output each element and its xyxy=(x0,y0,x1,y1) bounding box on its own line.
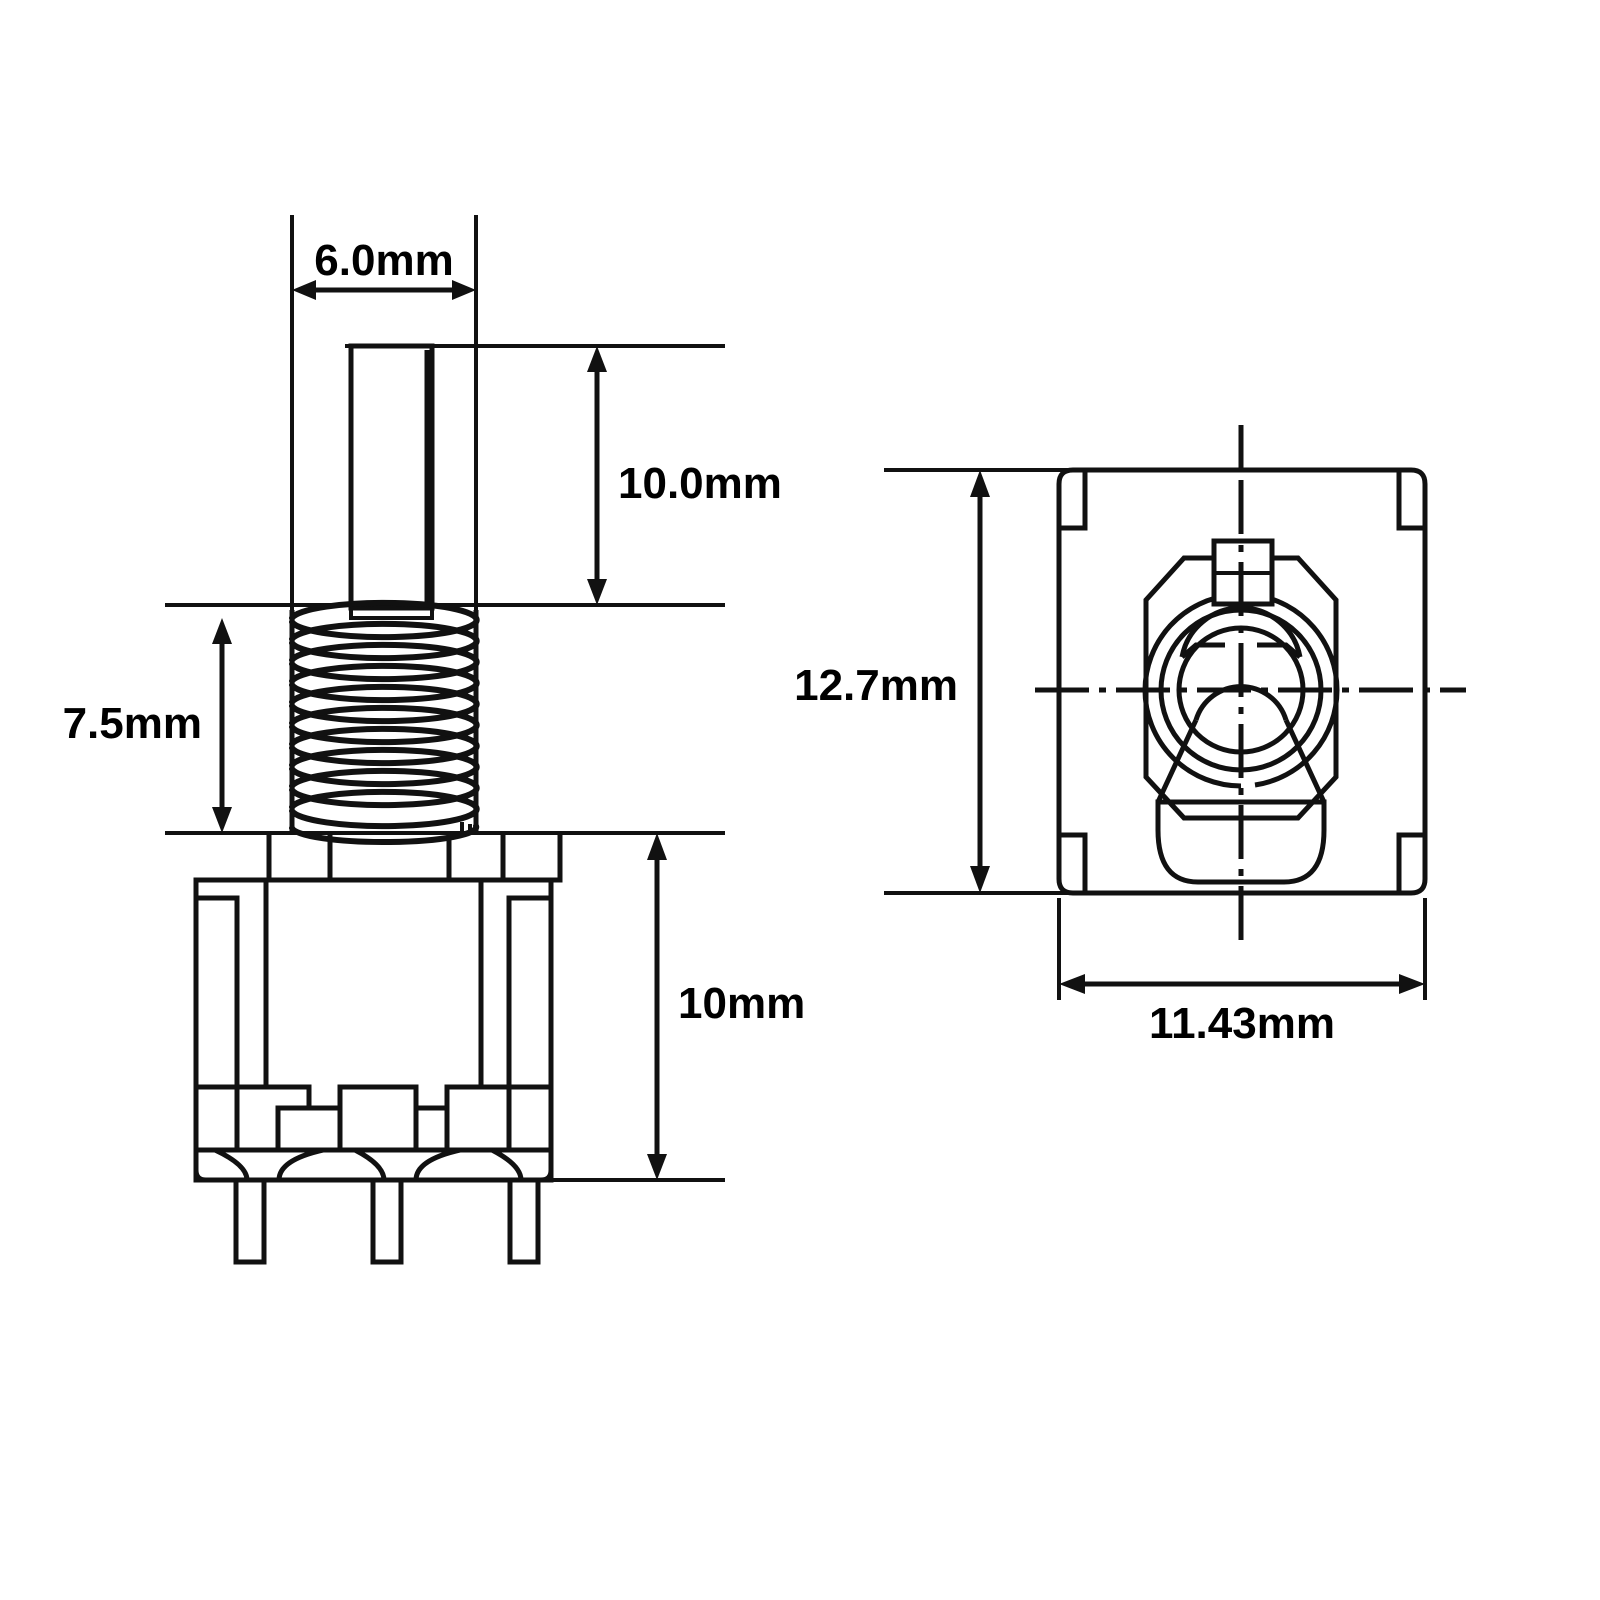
body-inner-left xyxy=(196,880,269,1090)
corner-tab-top-left xyxy=(1059,470,1088,531)
dimension-shaft-length: 10.0mm xyxy=(587,346,782,605)
arrowhead-12-7mm-bottom xyxy=(970,866,990,893)
pin-fillet-1-right xyxy=(276,1147,324,1181)
pin-fillet-2-right xyxy=(413,1147,461,1181)
terminal-notch-center xyxy=(309,1084,481,1111)
dim-label-shaft-length: 10.0mm xyxy=(618,459,782,508)
dimension-bushing-length: 7.5mm xyxy=(63,618,232,833)
bushing-ring-arc-outer-right-lower xyxy=(1254,689,1340,788)
knob-shoulder-steps xyxy=(1180,642,1302,659)
thread-run-out xyxy=(460,822,472,833)
pin-fillet-3-left xyxy=(490,1147,524,1181)
arrowhead-7-5mm-top xyxy=(212,618,232,644)
body-right-ear xyxy=(506,895,551,1150)
arrowhead-11-43mm-left xyxy=(1059,974,1085,994)
dim-label-body-height-top: 12.7mm xyxy=(794,661,958,710)
shaft-collar xyxy=(349,608,434,620)
arrowhead-10-0mm-bottom xyxy=(587,579,607,605)
dim-label-body-height: 10mm xyxy=(678,979,805,1028)
arrowhead-12-7mm-top xyxy=(970,470,990,497)
corner-tab-bottom-left xyxy=(1059,832,1088,893)
body-corner-bottom-right xyxy=(540,1150,554,1183)
dim-label-bushing-length: 7.5mm xyxy=(63,699,202,748)
top-view-body-outline xyxy=(1056,467,1428,896)
body-corner-bottom-left xyxy=(193,1150,207,1183)
arrowhead-6mm-right xyxy=(452,280,476,300)
arrowhead-6mm-left xyxy=(292,280,316,300)
pin-fillet-1-left xyxy=(213,1147,250,1181)
arrowhead-11-43mm-right xyxy=(1399,974,1425,994)
dimension-shaft-diameter: 6.0mm xyxy=(292,236,476,300)
body-group xyxy=(193,877,554,1183)
terminal-notch-1 xyxy=(266,1084,312,1150)
shaft-fill xyxy=(351,346,432,608)
top-view-group: 12.7mm 11.43mm xyxy=(794,425,1466,1048)
arrowhead-10mm-top xyxy=(647,833,667,860)
arrowhead-10-0mm-top xyxy=(587,346,607,372)
pin-fillet-2-left xyxy=(353,1147,387,1181)
arrowhead-7-5mm-bottom xyxy=(212,807,232,833)
solder-pin-2 xyxy=(370,1180,404,1265)
solder-pin-3 xyxy=(507,1180,541,1265)
dshaft-taper-left xyxy=(1155,718,1199,804)
body-left-ear xyxy=(196,895,240,1150)
threaded-bushing-group xyxy=(289,599,480,846)
side-view-group: 6.0mm 10.0mm 7.5mm 10mm xyxy=(63,215,805,1265)
corner-tab-top-right xyxy=(1396,470,1425,531)
dim-label-shaft-diameter: 6.0mm xyxy=(314,236,453,285)
arrowhead-10mm-bottom xyxy=(647,1154,667,1180)
corner-tab-bottom-right xyxy=(1396,832,1425,893)
bushing-ring-arc-outer-lower xyxy=(1142,689,1242,789)
dimension-body-height-top: 12.7mm xyxy=(794,470,990,893)
thread-helix xyxy=(289,599,480,846)
solder-pin-1 xyxy=(233,1180,267,1265)
dim-label-body-width-top: 11.43mm xyxy=(1149,999,1335,1048)
dimension-body-width-top: 11.43mm xyxy=(1059,974,1425,1048)
dshaft-taper-right xyxy=(1283,718,1327,804)
solder-pins-group xyxy=(233,1180,541,1265)
dimension-body-height: 10mm xyxy=(647,833,805,1180)
body-outline xyxy=(193,877,554,1183)
knob-lower-body xyxy=(1155,799,1327,885)
body-inner-right xyxy=(478,880,551,1090)
